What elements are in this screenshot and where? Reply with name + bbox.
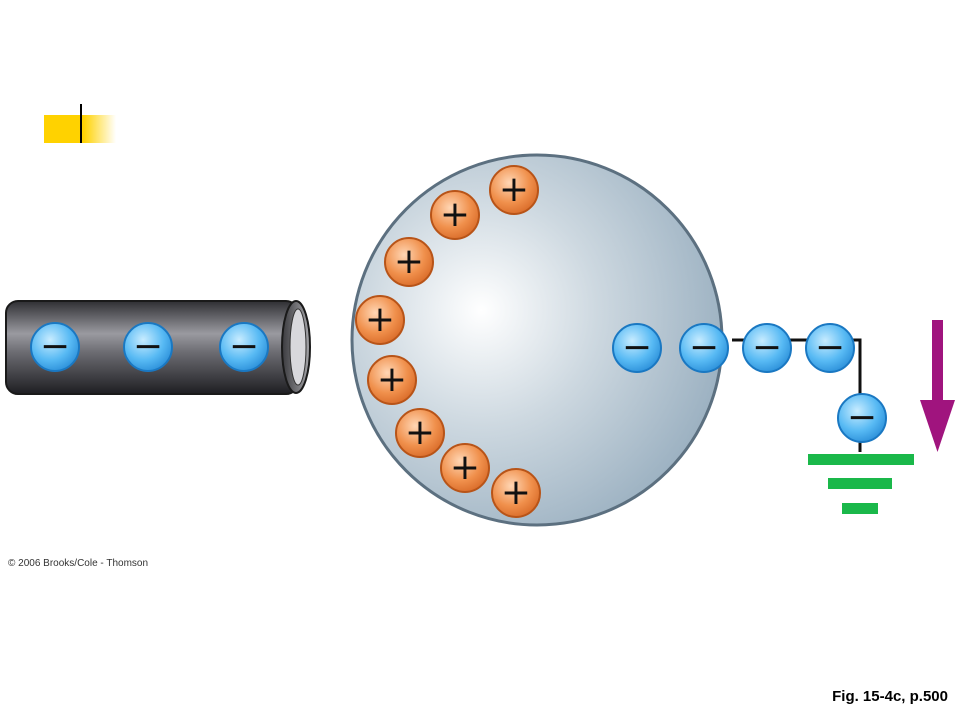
rod-negative-charge: − (219, 322, 269, 372)
plus-sign: + (499, 169, 529, 210)
metal-sphere (350, 153, 724, 527)
down-arrow-icon (920, 320, 955, 452)
rod-negative-charge: − (30, 322, 80, 372)
sphere-positive-charge: + (384, 237, 434, 287)
minus-sign: − (815, 327, 845, 368)
plus-sign: + (365, 299, 395, 340)
sphere-positive-charge: + (440, 443, 490, 493)
sphere-positive-charge: + (355, 295, 405, 345)
rod-negative-charge: − (123, 322, 173, 372)
charges-layer: −−−++++++++−−−−− (30, 165, 887, 518)
plus-sign: + (405, 412, 435, 453)
wire-negative-charge: − (837, 393, 887, 443)
minus-sign: − (229, 326, 259, 367)
ground-bar-middle (828, 478, 892, 489)
minus-sign: − (40, 326, 70, 367)
sphere-positive-charge: + (491, 468, 541, 518)
sphere-positive-charge: + (395, 408, 445, 458)
plus-sign: + (501, 472, 531, 513)
minus-sign: − (622, 327, 652, 368)
sphere-positive-charge: + (367, 355, 417, 405)
plus-sign: + (394, 241, 424, 282)
copyright-notice: © 2006 Brooks/Cole - Thomson (8, 558, 149, 569)
plus-sign: + (450, 447, 480, 488)
ground-bar-bottom (842, 503, 878, 514)
sphere-negative-charge: − (679, 323, 729, 373)
sphere-positive-charge: + (489, 165, 539, 215)
sphere-negative-charge: − (612, 323, 662, 373)
accent-bar (44, 104, 116, 143)
sphere-positive-charge: + (430, 190, 480, 240)
figure-caption: Fig. 15-4c, p.500 (832, 688, 948, 705)
plus-sign: + (377, 359, 407, 400)
minus-sign: − (752, 327, 782, 368)
ground-symbol (808, 454, 914, 514)
minus-sign: − (689, 327, 719, 368)
ground-bar-top (808, 454, 914, 465)
minus-sign: − (847, 397, 877, 438)
wire-negative-charge: − (805, 323, 855, 373)
minus-sign: − (133, 326, 163, 367)
wire-negative-charge: − (742, 323, 792, 373)
plus-sign: + (440, 194, 470, 235)
